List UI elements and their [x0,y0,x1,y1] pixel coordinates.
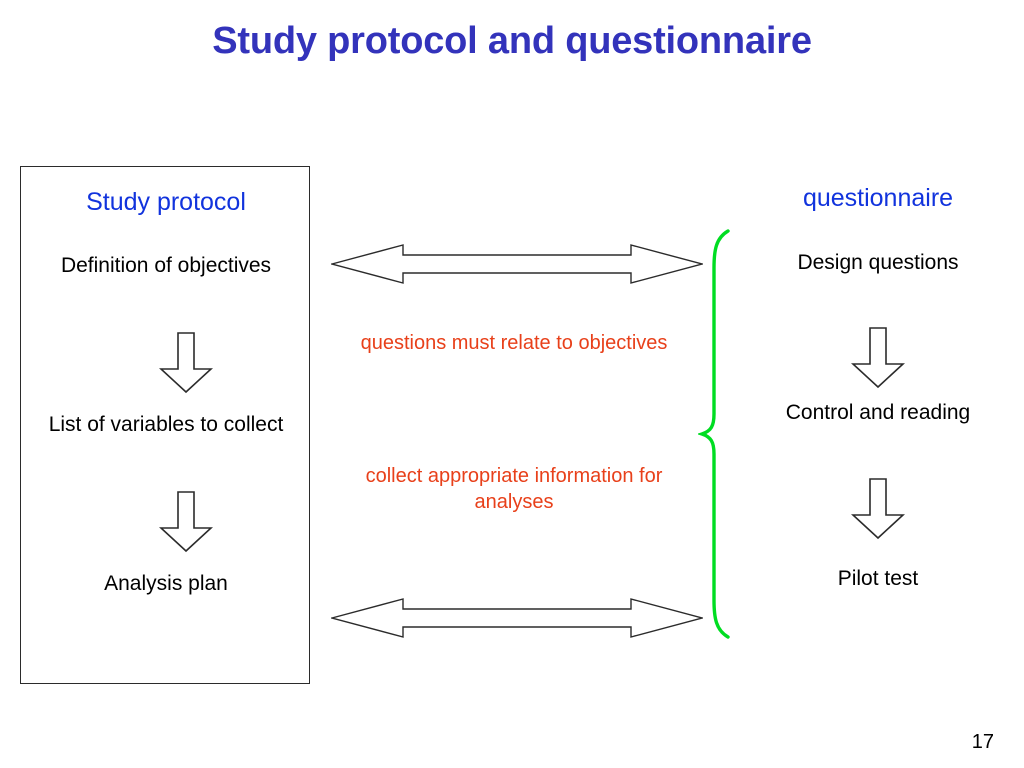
questionnaire-step-design-questions: Design questions [797,251,959,274]
study-protocol-heading: Study protocol [86,188,246,216]
annotation-collect-appropriate-information: collect appropriate information for anal… [365,465,663,513]
protocol-step-analysis-plan: Analysis plan [104,572,228,595]
down-arrow-icon [851,478,905,540]
down-arrow-icon [851,327,905,389]
protocol-step-definition-of-objectives: Definition of objectives [60,254,272,277]
double-headed-arrow-icon [331,239,703,289]
annotation-questions-relate-to-objectives: questions must relate to objectives [360,332,668,354]
protocol-step-list-of-variables: List of variables to collect [48,413,284,436]
page-number: 17 [971,731,994,753]
down-arrow-icon [159,332,213,394]
questionnaire-step-control-and-reading: Control and reading [785,401,971,424]
questionnaire-column: questionnaire Design questions Control a… [744,166,1012,646]
double-headed-arrow-icon [331,593,703,643]
curly-brace-icon [698,228,742,640]
study-protocol-box: Study protocol Definition of objectives … [20,166,310,684]
questionnaire-heading: questionnaire [802,184,954,212]
page-title: Study protocol and questionnaire [212,20,812,62]
down-arrow-icon [159,491,213,553]
questionnaire-step-pilot-test: Pilot test [837,567,919,590]
